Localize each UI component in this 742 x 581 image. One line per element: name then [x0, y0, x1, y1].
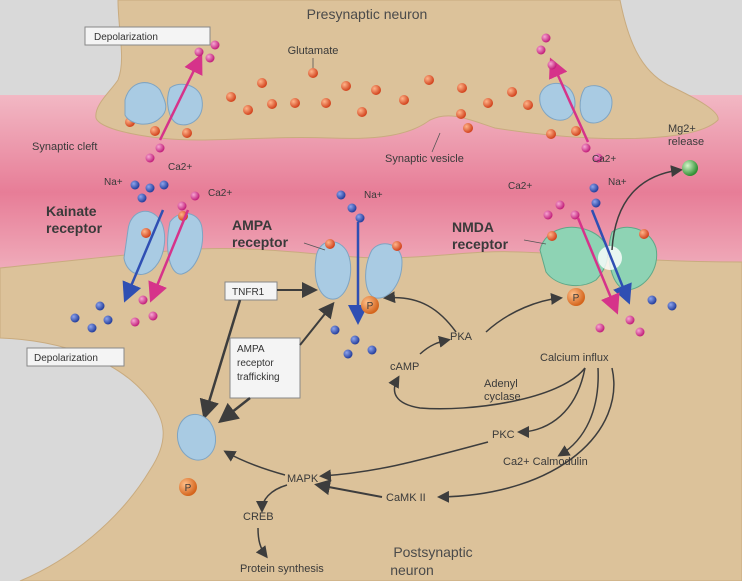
ca-arrow-kainate: [148, 209, 190, 303]
ampa-receptor: [314, 239, 403, 300]
depolarization-box-bottom: [26, 347, 125, 367]
ampa-trafficking-box: [229, 337, 301, 399]
calcium-to-camk-arrow: [437, 367, 615, 503]
postsynaptic-title-line2: neuron: [390, 562, 434, 578]
mapk-to-receptor-arrow: [223, 450, 286, 476]
calcium-to-pkc-arrow: [517, 367, 586, 438]
ca-label-right-mid: Ca2+: [508, 181, 532, 192]
synaptic-vesicle-label: Synaptic vesicle: [385, 153, 464, 165]
trafficking-to-ampa-arrow: [299, 301, 335, 346]
na-label-right: Na+: [608, 177, 627, 188]
phosphate-internal: [179, 478, 197, 496]
glutamate-molecules: [125, 68, 581, 139]
protein-synthesis-label: Protein synthesis: [240, 563, 324, 575]
pkc-to-mapk-arrow: [319, 441, 489, 482]
phosphate-nmda: [567, 288, 585, 306]
pka-label: PKA: [450, 331, 473, 343]
phosphate-internal-label: P: [185, 483, 192, 494]
camp-label: cAMP: [390, 361, 419, 373]
depolarization-label-bottom: Depolarization: [34, 353, 98, 364]
synaptic-cleft-label: Synaptic cleft: [32, 141, 97, 153]
calmodulin-label: Ca2+ Calmodulin: [503, 456, 588, 468]
ca-label-left-mid: Ca2+: [208, 188, 232, 199]
kainate-label-line1: Kainate: [46, 203, 97, 219]
mg-release-label-line1: Mg2+: [668, 123, 696, 135]
calcium-to-camp-arrow: [388, 367, 586, 410]
phosphate-ampa-label: P: [367, 301, 374, 312]
creb-to-protein-arrow: [255, 527, 268, 559]
kainate-label-line2: receptor: [46, 220, 103, 236]
mapk-to-creb-arrow: [256, 484, 288, 513]
depolarization-label-top: Depolarization: [94, 32, 158, 43]
ca-influx-arrow-right: [549, 57, 590, 143]
ampa-trafficking-line2: receptor: [237, 358, 274, 369]
na-arrow-nmda: [590, 209, 632, 305]
pkc-label: PKC: [492, 429, 515, 441]
camk-to-mapk-arrow: [314, 479, 383, 498]
calcium-influx-label: Calcium influx: [540, 352, 609, 364]
nmda-receptor: [539, 226, 658, 291]
vesicle-pointer: [431, 132, 441, 153]
ampa-pointer: [303, 242, 326, 251]
mg-release-arrow: [611, 165, 683, 251]
presynaptic-ca-channel-left: [124, 82, 203, 126]
glutamate-label: Glutamate: [288, 45, 339, 57]
nmda-pointer: [523, 239, 547, 245]
ampa-trafficking-line3: trafficking: [237, 372, 280, 383]
ca-label-right-top: Ca2+: [592, 154, 616, 165]
na-label-left: Na+: [104, 177, 123, 188]
adenyl-cyclase-line1: Adenyl: [484, 378, 518, 390]
sodium-ions: [70, 180, 677, 359]
trafficking-to-internal-arrow: [218, 397, 251, 424]
tnfr1-label: TNFR1: [232, 287, 265, 298]
internalized-ampa-receptor: [176, 414, 216, 461]
creb-label: CREB: [243, 511, 274, 523]
ca-influx-arrow-left: [158, 53, 203, 141]
phosphate-nmda-label: P: [573, 293, 580, 304]
ampa-label-line1: AMPA: [232, 217, 272, 233]
phosphate-ampa: [361, 296, 379, 314]
camk-label: CaMK II: [386, 492, 426, 504]
ampa-label-line2: receptor: [232, 234, 289, 250]
nmda-label-line1: NMDA: [452, 219, 494, 235]
na-arrow-kainate: [122, 209, 165, 303]
depolarization-box-top: [84, 26, 211, 46]
calcium-to-calmodulin-arrow: [557, 367, 599, 457]
camp-to-pka-arrow: [419, 335, 451, 355]
na-label-mid: Na+: [364, 190, 383, 201]
tnfr1-to-internal-arrow: [199, 299, 242, 420]
presynaptic-title: Presynaptic neuron: [307, 6, 428, 22]
postsynaptic-title-line1: Postsynaptic: [393, 544, 472, 560]
ca-arrow-nmda: [576, 217, 620, 315]
mg-ion: [682, 160, 698, 176]
ampa-trafficking-line1: AMPA: [237, 344, 265, 355]
pka-to-ampa-arrow: [383, 291, 457, 333]
mg-release-label-line2: release: [668, 136, 704, 148]
mapk-label: MAPK: [287, 473, 319, 485]
ca-label-left-top: Ca2+: [168, 162, 192, 173]
adenyl-cyclase-line2: cyclase: [484, 391, 521, 403]
pka-to-nmda-arrow: [485, 292, 563, 333]
nmda-label-line2: receptor: [452, 236, 509, 252]
